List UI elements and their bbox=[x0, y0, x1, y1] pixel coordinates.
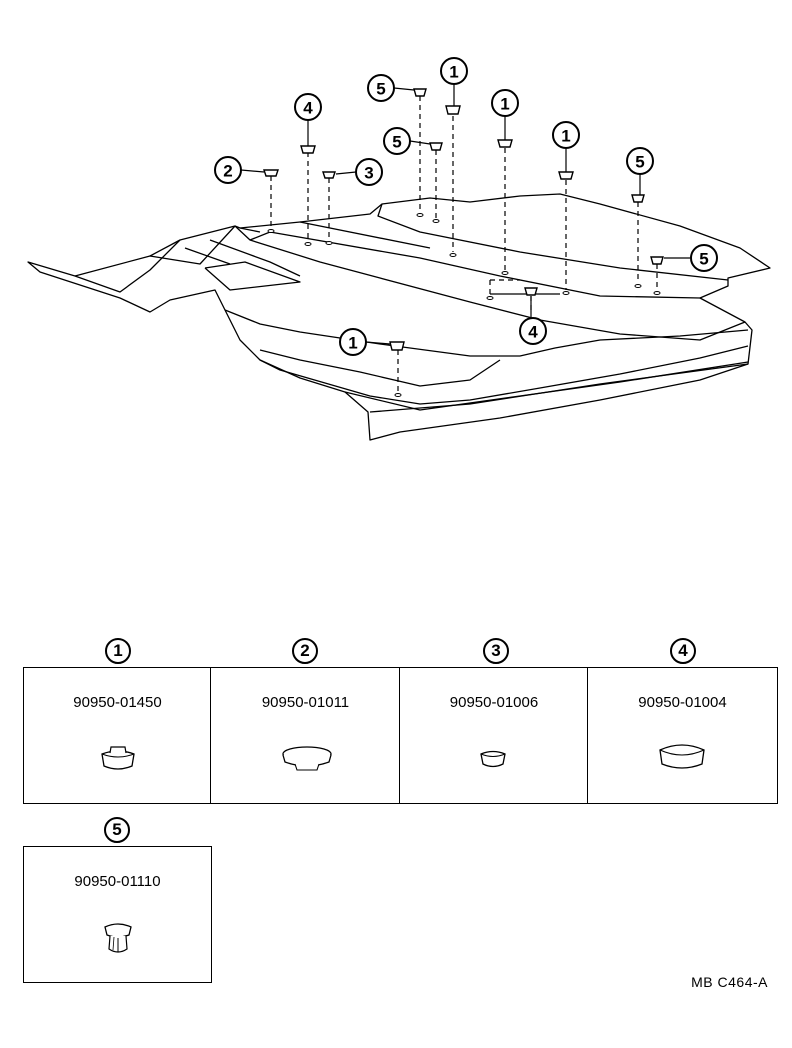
plug-icons bbox=[263, 88, 664, 351]
part-5-callout: 5 bbox=[104, 817, 130, 843]
part-number: 90950-01110 bbox=[74, 873, 161, 890]
plug-icon bbox=[263, 169, 279, 177]
callout-label: 5 bbox=[376, 80, 385, 99]
part-number: 90950-01004 bbox=[638, 694, 727, 711]
part-number: 90950-01450 bbox=[73, 694, 162, 711]
part-box-5: 90950-01110 bbox=[23, 846, 212, 983]
plug-icon bbox=[558, 171, 574, 180]
callout-label: 4 bbox=[303, 99, 313, 118]
plug-icon bbox=[300, 145, 316, 154]
part-box-4: 90950-01004 bbox=[587, 667, 778, 804]
callout-label: 5 bbox=[635, 153, 644, 172]
callout-label: 5 bbox=[392, 133, 401, 152]
callout-label: 1 bbox=[500, 95, 509, 114]
callout-label: 3 bbox=[364, 164, 373, 183]
plug-icon bbox=[631, 194, 645, 203]
plug-icon bbox=[413, 88, 427, 97]
plug-icon bbox=[429, 142, 443, 151]
part-box-3: 90950-01006 bbox=[399, 667, 589, 804]
small-hole-plug-icon bbox=[480, 750, 506, 768]
part-number: 90950-01011 bbox=[261, 694, 350, 711]
plug-icon bbox=[524, 287, 538, 296]
callout-label: 1 bbox=[348, 334, 357, 353]
part-number: 90950-01006 bbox=[449, 694, 539, 711]
callout-label: 1 bbox=[449, 63, 458, 82]
large-hole-plug-icon bbox=[659, 744, 705, 769]
round-hole-plug-icon bbox=[101, 746, 135, 770]
callout-label: 1 bbox=[561, 127, 570, 146]
part-box-1: 90950-01450 bbox=[23, 667, 212, 804]
callout-label: 5 bbox=[699, 250, 708, 269]
part-3-callout: 3 bbox=[483, 638, 509, 664]
floor-panel-outline bbox=[27, 193, 771, 441]
diagram-code: MB C464-A bbox=[691, 974, 768, 990]
part-box-2: 90950-01011 bbox=[210, 667, 401, 804]
callout-label: 2 bbox=[223, 162, 232, 181]
part-2-callout: 2 bbox=[292, 638, 318, 664]
flat-hole-plug-icon bbox=[282, 746, 332, 771]
plug-icon bbox=[445, 105, 461, 115]
plug-icon bbox=[497, 139, 513, 148]
callout-label: 4 bbox=[528, 323, 538, 342]
plug-icon bbox=[650, 256, 664, 265]
part-4-callout: 4 bbox=[670, 638, 696, 664]
part-1-callout: 1 bbox=[105, 638, 131, 664]
plug-icon bbox=[322, 171, 336, 179]
clip-plug-icon bbox=[104, 923, 132, 953]
plug-icon bbox=[389, 341, 405, 351]
